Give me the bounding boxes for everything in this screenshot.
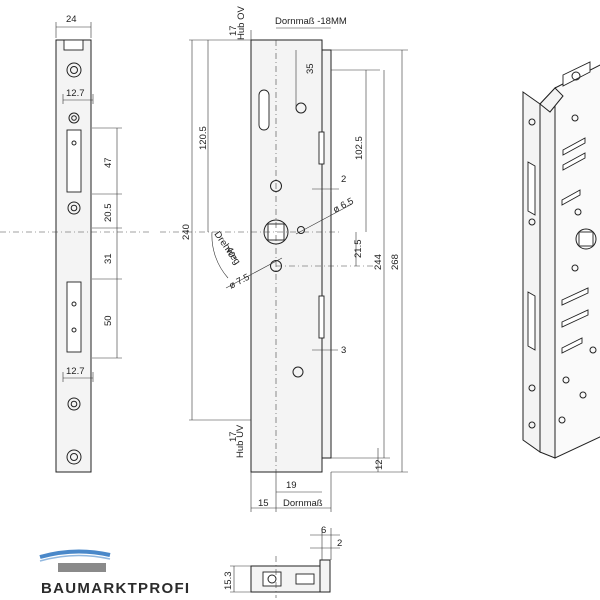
isometric-view — [522, 61, 600, 459]
front-view: 24 12.7 47 20.5 31 50 — [0, 14, 150, 473]
dim-240: 240 — [181, 224, 192, 240]
logo-roof-arc-shade — [39, 554, 111, 562]
latch-window — [66, 129, 82, 193]
dim-2-side: 2 — [341, 174, 346, 185]
side-view: 17 Hub OV Dornmaß -18MM 35 120.5 240 40°… — [160, 6, 408, 512]
dim-47: 47 — [103, 157, 114, 168]
dim-50: 50 — [103, 315, 114, 326]
dim-diameter-6-5: ø 6.5 — [331, 196, 355, 216]
rotation-label: Drehweg — [212, 229, 243, 266]
dim-35: 35 — [305, 63, 316, 74]
dim-244: 244 — [373, 254, 384, 270]
rotation-angle: 40° — [223, 245, 238, 262]
front-top-tab — [63, 39, 84, 51]
hub-ov-value: 17 — [228, 25, 239, 36]
dim-15: 15 — [258, 498, 269, 509]
hub-uv-value: 17 — [228, 431, 239, 442]
dim-12-7-top: 12.7 — [66, 88, 85, 99]
dim-120-5: 120.5 — [198, 126, 209, 150]
hub-uv-label: Hub UV — [235, 424, 246, 458]
dim-3-side: 3 — [341, 345, 346, 356]
hub-ov-label: Hub OV — [236, 6, 247, 40]
dim-15-3: 15.3 — [223, 572, 234, 591]
dornmass-top-label: Dornmaß -18MM — [275, 16, 347, 27]
dim-2-bottom: 2 — [337, 538, 342, 549]
dim-19: 19 — [286, 480, 297, 491]
dim-diameter-7-5: ø 7.5 — [227, 272, 251, 292]
dim-31: 31 — [103, 253, 114, 264]
dim-102-5: 102.5 — [354, 136, 365, 160]
front-faceplate — [55, 39, 92, 473]
deadbolt-window — [66, 281, 82, 353]
dim-21-5: 21.5 — [353, 240, 364, 259]
baumarktprofi-logo: BAUMARKTPROFI — [39, 549, 190, 597]
dim-width-24: 24 — [66, 14, 77, 25]
dim-6-bottom: 6 — [321, 525, 326, 536]
logo-roof-arc — [39, 549, 111, 559]
dim-268: 268 — [390, 254, 401, 270]
logo-text: BAUMARKTPROFI — [41, 580, 190, 597]
dim-12: 12 — [374, 459, 385, 470]
logo-bar — [58, 563, 106, 572]
dim-12-7-bottom: 12.7 — [66, 366, 85, 377]
side-faceplate — [321, 49, 332, 459]
bottom-view: 6 2 15.3 — [223, 525, 342, 598]
dornmass-bottom-label: Dornmaß — [283, 498, 323, 509]
dim-20-5: 20.5 — [103, 204, 114, 223]
